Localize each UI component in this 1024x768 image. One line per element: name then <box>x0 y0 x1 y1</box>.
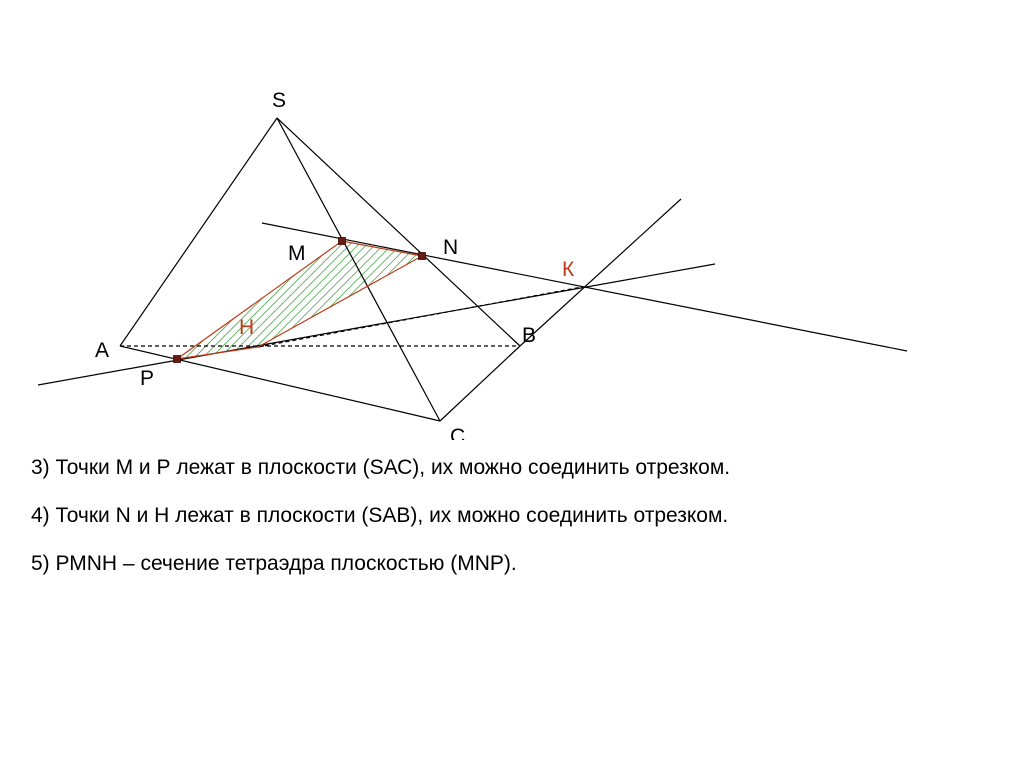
step-5-text: 5) РМNН – сечение тетраэдра плоскостью (… <box>31 552 517 575</box>
tetrahedron-section-diagram: S M N К H A B P C <box>37 89 908 440</box>
line-bk-extended <box>519 198 682 347</box>
section-edge-mn <box>341 240 423 257</box>
edge-bc <box>439 345 521 422</box>
solution-steps: 3) Точки М и Р лежат в плоскости (SАС), … <box>31 456 1011 600</box>
point-n-marker <box>418 252 426 260</box>
label-k: К <box>562 258 575 281</box>
line-pk <box>37 263 716 386</box>
label-h: H <box>239 316 254 339</box>
point-p-marker <box>173 355 181 363</box>
label-b: B <box>522 324 536 347</box>
step-3-text: 3) Точки М и Р лежат в плоскости (SАС), … <box>31 456 731 479</box>
step-4-text: 4) Точки N и Н лежат в плоскости (SАВ), … <box>31 504 729 527</box>
point-m-marker <box>338 237 346 245</box>
label-a: A <box>95 339 109 362</box>
section-polygon-pmnh <box>177 241 422 359</box>
label-n: N <box>443 236 458 259</box>
edge-sa <box>119 117 278 347</box>
edge-sb <box>276 117 521 347</box>
label-p: P <box>140 367 154 390</box>
section-edge-ph <box>176 346 259 360</box>
edge-ac <box>119 345 441 422</box>
section-edge-nh <box>257 255 423 348</box>
label-m: M <box>288 242 306 265</box>
edge-sc <box>276 117 441 422</box>
label-s: S <box>272 89 286 112</box>
label-c: C <box>450 425 465 440</box>
section-edge-pm <box>176 240 343 360</box>
